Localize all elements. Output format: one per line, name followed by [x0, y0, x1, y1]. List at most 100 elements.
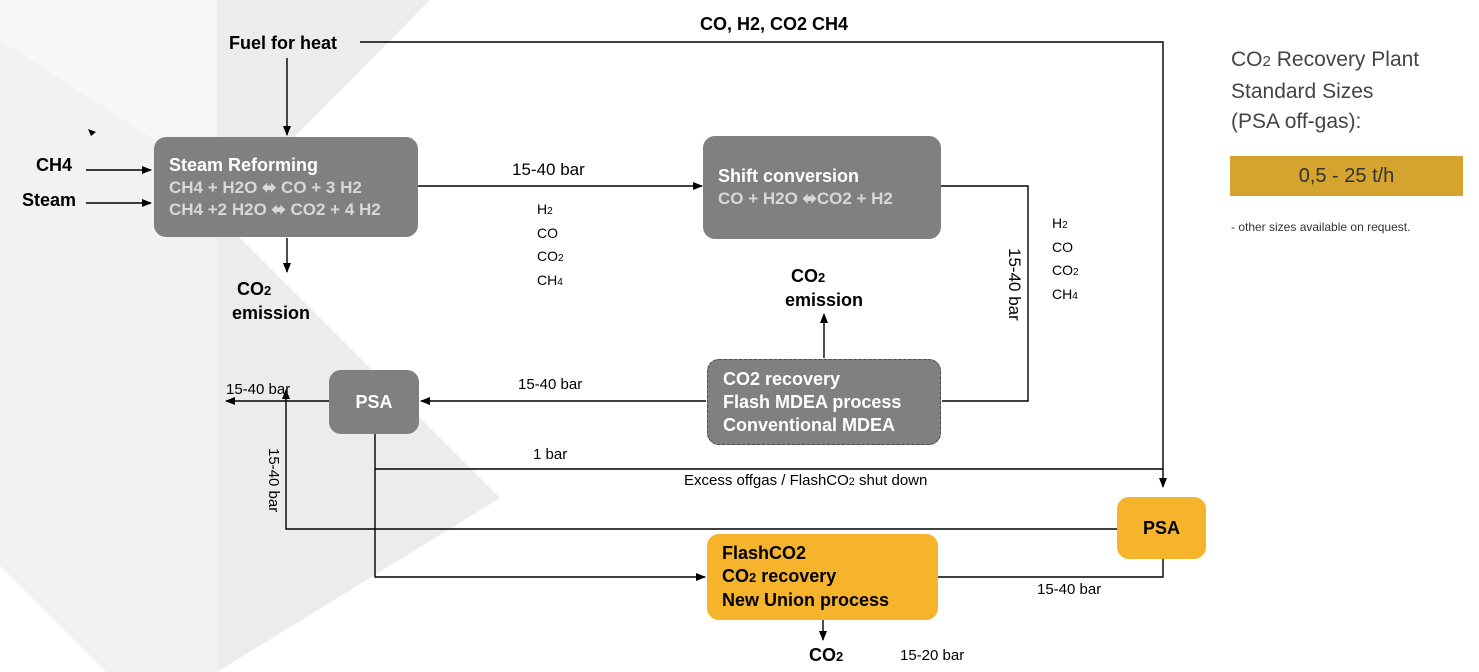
gas-base: CO: [537, 248, 558, 264]
shift-to-recovery-line: [941, 185, 1029, 402]
sidebar-title-line1: CO2 Recovery Plant: [1231, 45, 1419, 77]
shift-conversion-box: Shift conversion CO + H2O ⬌CO2 + H2: [703, 136, 941, 239]
pressure-low: 1 bar: [533, 446, 568, 463]
co2-recovery-line3: Conventional MDEA: [723, 414, 896, 435]
co2-recovery-box: CO2 recovery Flash MDEA process Conventi…: [707, 359, 941, 445]
gas-base: H: [537, 201, 548, 217]
steam-reforming-box: Steam Reforming CH4 + H2O ⬌ CO + 3 H2 CH…: [154, 137, 418, 237]
double-arrow-icon: ⬌: [262, 177, 277, 197]
gas-base: CH: [537, 271, 558, 288]
shift-eq-left: CO + H2O: [718, 189, 803, 208]
sidebar-title: CO2 Recovery Plant Standard Sizes (PSA o…: [1231, 45, 1419, 137]
background-shade: [0, 0, 217, 180]
pressure-shift-to-recovery: 15-40 bar: [1005, 248, 1024, 321]
eq1-right: CO + 3 H2: [276, 177, 362, 197]
pressure-recovery-to-psa: 15-40 bar: [518, 376, 583, 393]
emission-mid-word: emission: [785, 290, 864, 310]
steam-reforming-eq1: CH4 + H2O ⬌ CO + 3 H2: [169, 177, 418, 199]
gas-sub: 2: [558, 253, 564, 264]
flashco2-line2: CO2 recovery: [722, 565, 938, 589]
gas-item: CH4: [1052, 284, 1079, 308]
double-arrow-icon: ⬌: [802, 189, 817, 208]
sizes-note: - other sizes available on request.: [1231, 220, 1411, 234]
shift-eq-right: CO2 + H2: [816, 189, 893, 208]
gas-base: CO: [537, 224, 558, 241]
gas-item: CO2: [1052, 260, 1079, 284]
psa-left-box: PSA: [329, 370, 419, 434]
eq1-left: CH4 + H2O: [169, 177, 263, 197]
emission-left-word: emission: [232, 303, 311, 323]
psa-left-label: PSA: [355, 391, 393, 412]
psa-to-flash-arrow: [374, 434, 706, 581]
top-offgas-line: [360, 41, 1167, 488]
flashco2-line3: New Union process: [722, 590, 890, 610]
gas-base: CO: [1052, 238, 1073, 255]
top-gas-label: CO, H2, CO2 CH4: [700, 14, 849, 34]
co2-recovery-line1: CO2 recovery: [723, 368, 841, 389]
background-triangle-bottom: [217, 215, 500, 672]
co2-recovery-line2: Flash MDEA process: [723, 391, 902, 412]
pressure-sr-to-shift: 15-40 bar: [512, 160, 585, 179]
sidebar-title-line2: Standard Sizes: [1231, 80, 1374, 103]
excess-offgas-base: Excess offgas / FlashCO: [684, 472, 849, 489]
fuel-label: Fuel for heat: [229, 33, 338, 53]
pressure-flash-to-psa: 15-40 bar: [1037, 581, 1102, 598]
gas-item: CO: [1052, 237, 1079, 261]
flashco2-line2-rest: recovery: [756, 566, 837, 586]
ch4-input-label: CH4: [36, 155, 73, 175]
steam-reforming-eq2: CH4 +2 H2O ⬌ CO2 + 4 H2: [169, 199, 418, 221]
pressure-co2-out: 15-20 bar: [900, 647, 965, 664]
emission-mid-co2: CO2: [791, 266, 825, 287]
excess-offgas-rest: shut down: [854, 472, 928, 489]
gas-item: CH4: [537, 270, 564, 294]
gas-item: H2: [537, 199, 564, 223]
flash-to-psa-line: [938, 558, 1164, 578]
flashco2-line2-base: CO: [722, 566, 749, 586]
emission-left-co2: CO2: [237, 279, 271, 300]
emission-left-co2-sub: 2: [264, 283, 272, 298]
psa-right-label: PSA: [1142, 517, 1180, 538]
excess-offgas-sub: 2: [848, 476, 855, 488]
gas-base: CO: [1052, 262, 1073, 278]
sidebar-title-line1-base: CO: [1231, 48, 1263, 71]
pressure-psa-return: 15-40 bar: [265, 448, 282, 513]
gas-item: CO2: [537, 246, 564, 270]
background-corner: [0, 566, 106, 672]
gas-item: CO: [537, 223, 564, 247]
gas-item: H2: [1052, 213, 1079, 237]
sidebar-title-line1-rest: Recovery Plant: [1270, 48, 1420, 71]
gas-sub: 2: [1073, 267, 1079, 278]
emission-mid-co2-sub: 2: [818, 270, 826, 285]
gas-sub: 2: [1062, 220, 1068, 231]
emission-left-co2-base: CO: [237, 279, 264, 299]
flashco2-box: FlashCO2 CO2 recovery New Union process: [707, 534, 938, 620]
psa-return-arrow: [282, 389, 1117, 530]
co2-product-sub: 2: [836, 649, 844, 664]
size-range-box: 0,5 - 25 t/h: [1230, 156, 1463, 196]
gases-after-sr: H2 CO CO2 CH4: [537, 199, 564, 293]
flashco2-line1: FlashCO2: [722, 543, 807, 563]
eq2-right: CO2 + 4 H2: [285, 199, 381, 219]
sidebar-title-line3: (PSA off-gas):: [1231, 110, 1362, 133]
gas-base: CH: [1052, 285, 1073, 302]
co2-product-label: CO2: [809, 645, 843, 666]
gas-sub: 4: [557, 276, 563, 288]
gases-after-shift: H2 CO CO2 CH4: [1052, 213, 1079, 307]
steam-input-label: Steam: [22, 190, 77, 210]
shift-conversion-eq: CO + H2O ⬌CO2 + H2: [718, 188, 941, 210]
gas-base: H: [1052, 215, 1063, 231]
flashco2-line2-sub: 2: [749, 570, 757, 585]
sidebar-title-line1-sub: 2: [1262, 53, 1271, 70]
gas-sub: 2: [547, 206, 553, 217]
shift-conversion-title: Shift conversion: [718, 166, 860, 186]
excess-offgas-label: Excess offgas / FlashCO2 shut down: [684, 472, 927, 489]
small-triangle-mark: [88, 129, 96, 136]
pressure-psa-out: 15-40 bar: [226, 381, 291, 398]
emission-mid-co2-base: CO: [791, 266, 818, 286]
gas-sub: 4: [1072, 290, 1078, 302]
steam-reforming-title: Steam Reforming: [169, 154, 319, 175]
double-arrow-icon: ⬌: [271, 199, 286, 219]
psa-right-box: PSA: [1117, 497, 1206, 559]
